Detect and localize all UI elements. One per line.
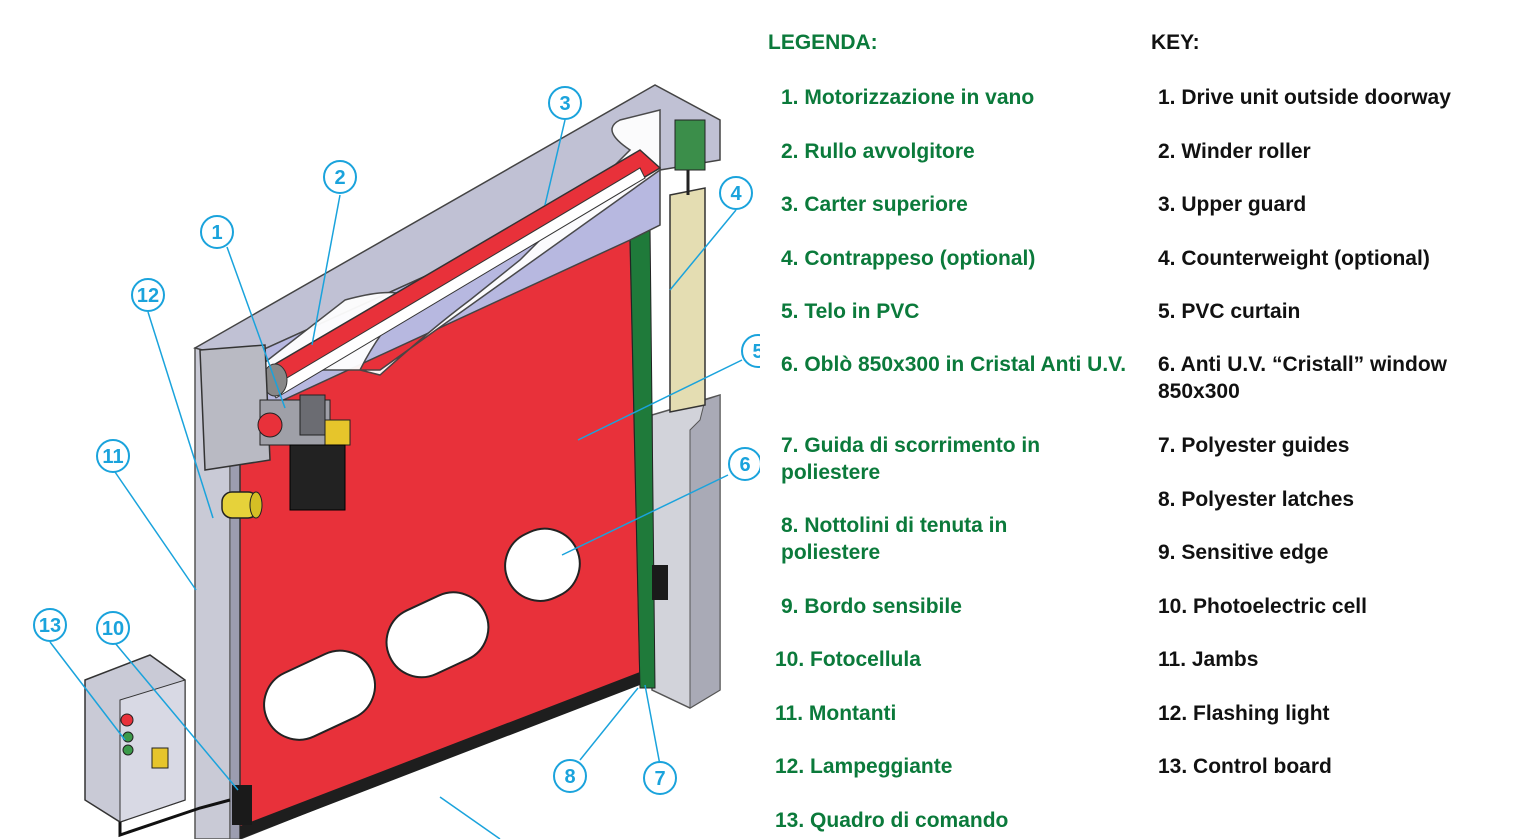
callout-label: 1 — [211, 222, 222, 244]
counterweight-bracket — [674, 119, 706, 171]
callout-12: 12 — [131, 278, 165, 312]
legend-title-italian: LEGENDA: — [768, 31, 878, 54]
legend-it-item-5: 5. Telo in PVC — [781, 300, 920, 323]
legend-en-item-2: 2. Winder roller — [1158, 140, 1311, 163]
callout-label: 10 — [102, 618, 124, 640]
callout-label: 5 — [752, 341, 760, 363]
callout-label: 3 — [559, 93, 570, 115]
callout-label: 12 — [137, 285, 159, 307]
legend-en-item-6: 6. Anti U.V. “Cristall” window 850x300 — [1158, 353, 1447, 403]
curtain-windows — [263, 527, 581, 741]
legend-it-item-2: 2. Rullo avvolgitore — [781, 140, 975, 163]
legend-it-item-1: 1. Motorizzazione in vano — [781, 86, 1035, 109]
legend-it-item-13: 13. Quadro di comando — [775, 809, 1009, 832]
callout-label: 6 — [739, 454, 750, 476]
callout-label: 8 — [564, 766, 575, 788]
callout-10: 10 — [96, 611, 130, 645]
callout-1: 1 — [200, 215, 234, 249]
right-jamb-side — [689, 394, 721, 709]
legend-title-english: KEY: — [1151, 31, 1200, 54]
callout-7: 7 — [643, 761, 677, 795]
legend-en-item-1: 1. Drive unit outside doorway — [1158, 86, 1451, 109]
callout-label: 4 — [730, 183, 742, 205]
legend-en-item-7: 7. Polyester guides — [1158, 434, 1350, 457]
legend-en-item-4: 4. Counterweight (optional) — [1158, 247, 1430, 270]
callout-8: 8 — [553, 759, 587, 793]
legend-it-item-6: 6. Oblò 850x300 in Cristal Anti U.V. — [781, 353, 1127, 376]
counterweight — [669, 187, 706, 413]
callout-label: 13 — [39, 615, 61, 637]
callout-4: 4 — [719, 176, 753, 210]
legend-it-item-12: 12. Lampeggiante — [775, 755, 953, 778]
callout-label: 11 — [102, 446, 123, 468]
legend-en-item-10: 10. Photoelectric cell — [1158, 595, 1367, 618]
photoelectric-cell-left — [232, 785, 252, 825]
legend-en-item-5: 5. PVC curtain — [1158, 300, 1301, 323]
legend-it-item-7: 7. Guida di scorrimento in poliestere — [781, 434, 1041, 484]
legend-en-item-13: 13. Control board — [1158, 755, 1332, 778]
callout-13: 13 — [33, 608, 67, 642]
callout-5: 5 — [741, 334, 760, 368]
legend-en-item-9: 9. Sensitive edge — [1158, 541, 1329, 564]
legend-en-item-8: 8. Polyester latches — [1158, 488, 1355, 511]
callout-6: 6 — [728, 447, 760, 481]
legend-en-item-12: 12. Flashing light — [1158, 702, 1330, 725]
callout-3: 3 — [548, 86, 582, 120]
legend-it-item-8: 8. Nottolini di tenuta in poliestere — [781, 514, 1008, 564]
callout-label: 2 — [334, 167, 345, 189]
legend-en-item-11: 11. Jambs — [1158, 648, 1259, 671]
legend-it-item-3: 3. Carter superiore — [781, 193, 968, 216]
photoelectric-cell-right — [652, 565, 668, 600]
sensitive-edge — [240, 672, 640, 839]
legend-it-item-10: 10. Fotocellula — [775, 648, 921, 671]
drive-unit — [199, 344, 351, 511]
legend-it-item-9: 9. Bordo sensibile — [781, 595, 962, 618]
winder-roller — [262, 149, 662, 399]
leader-lines — [49, 119, 743, 839]
legend-it-item-4: 4. Contrappeso (optional) — [781, 247, 1036, 270]
callout-11: 11 — [96, 439, 130, 473]
flashing-light — [221, 491, 263, 519]
callout-label: 7 — [654, 768, 665, 790]
legend-en-item-3: 3. Upper guard — [1158, 193, 1307, 216]
callout-2: 2 — [323, 160, 357, 194]
legend-it-item-11: 11. Montanti — [775, 702, 897, 725]
